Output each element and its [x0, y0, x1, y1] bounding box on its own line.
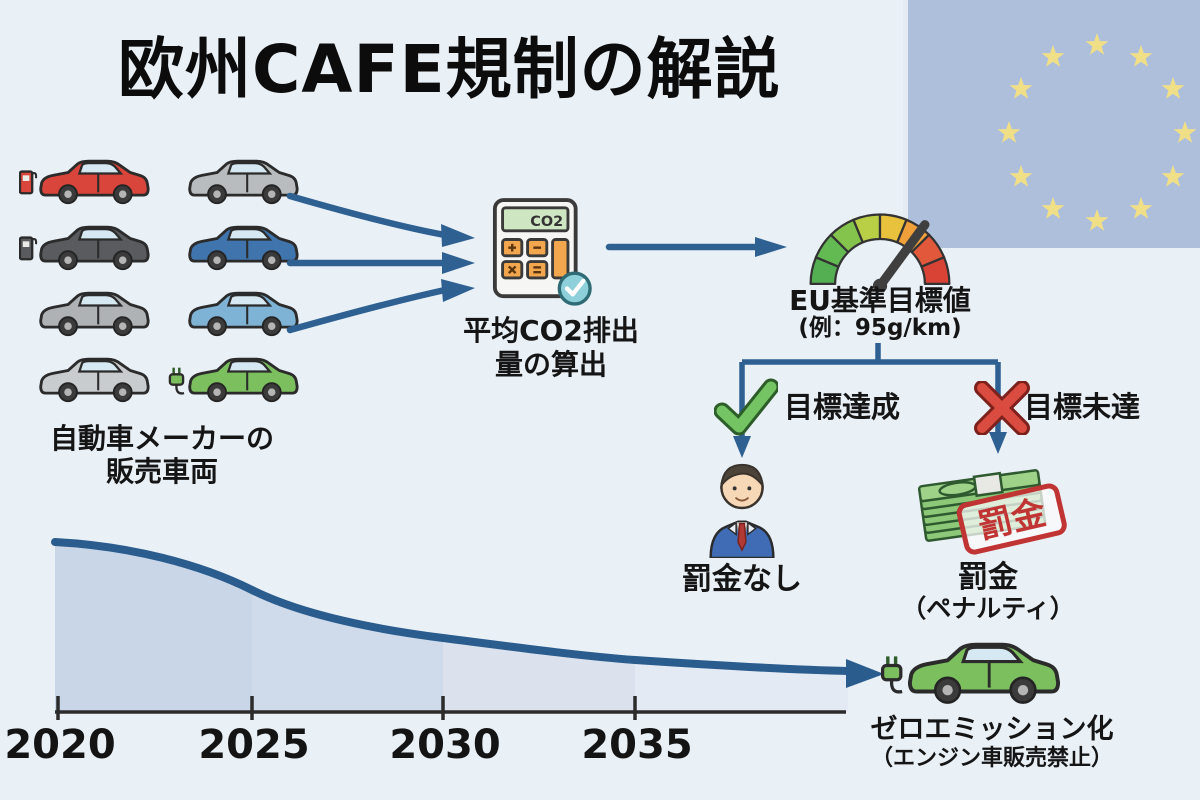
gauge-needle [875, 220, 930, 291]
car-silver-sedan [14, 280, 155, 346]
target-achieved-label: 目標達成 [784, 390, 901, 424]
calculator-screen-label: CO2 [530, 214, 563, 230]
eu-flag [903, 0, 1200, 248]
avg-co2-caption-line2: 量の算出 [494, 348, 608, 381]
car-gray-suv [163, 148, 304, 214]
zero-emission-label: ゼロエミッション化 [870, 714, 1114, 745]
co2-calculator-icon: CO2 [492, 198, 592, 306]
fuel-pump-icon [18, 236, 37, 261]
check-icon [714, 378, 778, 436]
co2-trend-chart [51, 538, 884, 720]
calculator-button-glyphs [507, 243, 542, 275]
target-missed-label: 目標未達 [1024, 390, 1141, 424]
x-tick-2025: 2025 [198, 722, 310, 768]
no-fine-label: 罰金なし [682, 562, 802, 597]
sold-vehicles-caption-line1: 自動車メーカーの [49, 422, 275, 455]
ev-plug-icon [168, 367, 184, 395]
fine-label: 罰金 [958, 560, 1018, 595]
x-mark-icon [974, 381, 1030, 435]
businessman-icon [709, 463, 775, 558]
x-axis [55, 696, 846, 720]
decision-branch-connector [733, 343, 1007, 458]
zero-emission-car-icon [880, 638, 1062, 710]
converging-arrows [286, 192, 475, 334]
car-red-fuel [14, 148, 155, 214]
chart-area-bands [55, 542, 848, 712]
trend-arrowhead [846, 659, 884, 688]
ev-plug-icon [880, 656, 903, 694]
x-tick-2030: 2030 [389, 722, 501, 768]
x-tick-2020: 2020 [4, 722, 116, 768]
eu-target-example: (例：95g/km) [798, 315, 962, 341]
x-tick-2035: 2035 [581, 722, 693, 768]
car-blue [163, 214, 304, 280]
trend-curve [51, 538, 852, 675]
sold-vehicles-caption-line2: 販売車両 [105, 455, 219, 488]
car-darkgray-fuel [14, 214, 155, 280]
car-white [14, 346, 155, 412]
fuel-pump-icon [18, 170, 37, 195]
car-lightblue [163, 280, 304, 346]
fine-stamp-icon: 罰金 [956, 483, 1067, 555]
eu-target-caption: EU基準目標値 [789, 284, 971, 317]
co2-target-gauge-icon [809, 213, 951, 292]
page-title: 欧州CAFE規制の解説 [118, 31, 781, 108]
avg-co2-caption-line1: 平均CO2排出 [463, 314, 639, 347]
calc-to-gauge-arrow [605, 237, 787, 257]
fine-sublabel: （ペナルティ） [901, 594, 1075, 623]
sold-vehicles-grid [14, 148, 304, 416]
car-green-ev [163, 346, 304, 412]
engine-ban-label: （エンジン車販売禁止） [870, 746, 1114, 771]
fine-money-icon: 罰金 [917, 469, 1067, 555]
